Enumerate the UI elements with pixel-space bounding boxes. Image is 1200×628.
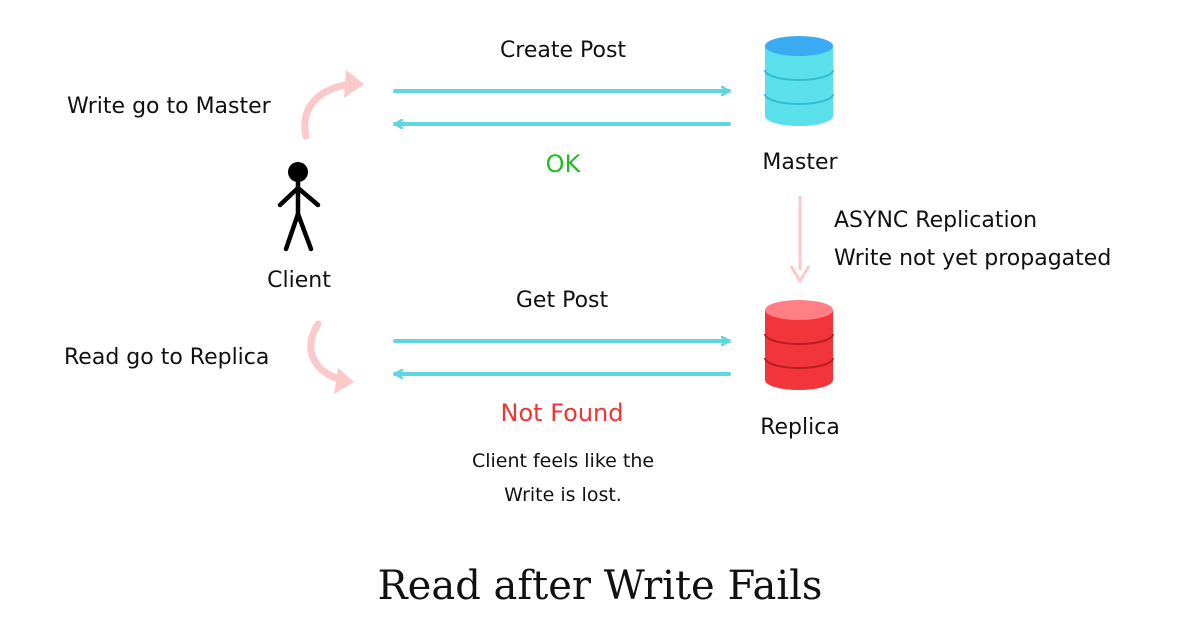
master-label: Master: [762, 150, 838, 175]
client-label: Client: [267, 268, 331, 293]
replication-arrow: [789, 196, 811, 283]
get-post-label: Get Post: [515, 288, 609, 313]
write-curve-arrow: [301, 70, 364, 140]
replica-label: Replica: [760, 415, 840, 440]
write-not-yet-propagated-label: Write not yet propagated: [834, 246, 1112, 271]
diagram-caption: Read after Write Fails: [377, 563, 823, 609]
read-go-to-replica-label: Read go to Replica: [64, 345, 270, 370]
not-found-label: Not Found: [500, 399, 624, 427]
async-replication-label: ASYNC Replication: [834, 208, 1038, 233]
client-person-icon: [277, 162, 321, 252]
read-curve-arrow: [307, 320, 354, 394]
ok-label: OK: [545, 150, 581, 178]
create-post-label: Create Post: [499, 38, 627, 63]
client-feels-line1: Client feels like the: [471, 450, 655, 472]
master-database-icon: [764, 36, 834, 126]
client-feels-line2: Write is lost.: [504, 484, 622, 506]
write-go-to-master-label: Write go to Master: [67, 94, 271, 119]
replica-database-icon: [764, 300, 834, 390]
